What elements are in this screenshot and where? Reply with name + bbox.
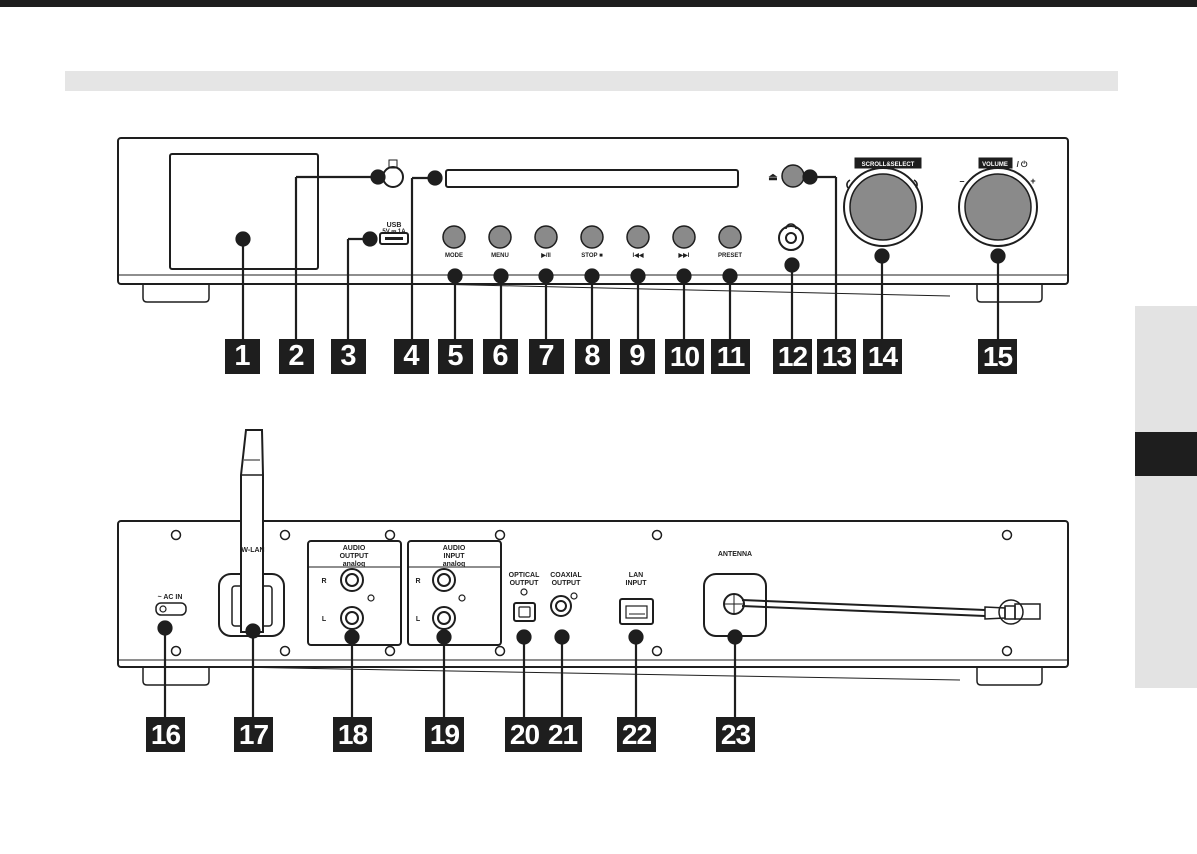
front-buttons <box>443 165 804 248</box>
stop-label: STOP ■ <box>581 253 603 259</box>
callout-7: 7 <box>529 339 564 374</box>
volume-label: VOLUME <box>982 162 1008 168</box>
prev-label: I◀◀ <box>633 252 644 259</box>
optical-label-1: OPTICAL <box>509 572 540 579</box>
callout-18: 18 <box>333 717 372 752</box>
eject-symbol: ⏏ <box>768 172 778 183</box>
lan-input <box>620 599 653 624</box>
scroll-select-knob <box>850 174 916 240</box>
callout-1: 1 <box>225 339 260 374</box>
audio-output-label-2: OUTPUT <box>340 553 370 560</box>
mode-label: MODE <box>445 253 463 259</box>
play-pause-label: ▶/II <box>540 252 551 259</box>
menu-label: MENU <box>491 253 509 259</box>
callout-14: 14 <box>863 339 902 374</box>
callout-16: 16 <box>146 717 185 752</box>
usb-label-2: 5V ⎓ 1A <box>382 229 406 235</box>
callout-19: 19 <box>425 717 464 752</box>
callout-12: 12 <box>773 339 812 374</box>
audio-output-label-1: AUDIO <box>343 545 366 552</box>
callout-9: 9 <box>620 339 655 374</box>
rear-panel <box>118 430 1068 685</box>
optical-label-2: OUTPUT <box>510 580 540 587</box>
lan-label-1: LAN <box>629 572 643 579</box>
audio-input-label-1: AUDIO <box>443 545 466 552</box>
coaxial-output <box>551 596 571 616</box>
play-pause-button <box>535 226 557 248</box>
callout-17: 17 <box>234 717 273 752</box>
audio-input-l: L <box>416 616 421 623</box>
callout-23: 23 <box>716 717 755 752</box>
coaxial-label-1: COAXIAL <box>550 572 582 579</box>
next-label: ▶▶I <box>678 252 690 259</box>
coaxial-label-2: OUTPUT <box>552 580 582 587</box>
usb-label-1: USB <box>387 222 402 229</box>
eject-button <box>782 165 804 187</box>
next-button <box>673 226 695 248</box>
optical-output <box>514 603 535 621</box>
callout-3: 3 <box>331 339 366 374</box>
headphone-jack <box>779 224 803 250</box>
callout-15: 15 <box>978 339 1017 374</box>
callout-13: 13 <box>817 339 856 374</box>
standby-button <box>383 167 403 187</box>
lan-label-2: INPUT <box>626 580 648 587</box>
menu-button <box>489 226 511 248</box>
volume-power-label: / ⏻ <box>1017 160 1028 169</box>
callout-6: 6 <box>483 339 518 374</box>
audio-output-r: R <box>321 578 326 585</box>
knobs <box>844 158 1037 246</box>
callout-10: 10 <box>665 339 704 374</box>
audio-output-analog: analog <box>343 561 366 568</box>
volume-knob <box>965 174 1031 240</box>
callout-5: 5 <box>438 339 473 374</box>
antenna-label: ANTENNA <box>718 551 752 558</box>
preset-label: PRESET <box>718 253 742 259</box>
stop-button <box>581 226 603 248</box>
audio-input-r: R <box>415 578 420 585</box>
volume-plus-label: + <box>1030 176 1035 186</box>
callout-8: 8 <box>575 339 610 374</box>
mode-button <box>443 226 465 248</box>
wlan-label: W-LAN <box>241 547 264 554</box>
front-labels: USB 5V ⎓ 1A MODE MENU ▶/II STOP ■ I◀◀ ▶▶… <box>382 160 1035 259</box>
audio-output-l: L <box>322 616 327 623</box>
scroll-select-label: SCROLL&SELECT <box>862 162 915 168</box>
callout-22: 22 <box>617 717 656 752</box>
antenna-mount <box>704 574 766 636</box>
callout-11: 11 <box>711 339 750 374</box>
audio-input-analog: analog <box>443 561 466 568</box>
ac-in-label: ~ AC IN <box>158 594 183 601</box>
volume-minus-label: – <box>959 176 964 186</box>
callout-21: 21 <box>543 717 582 752</box>
preset-button <box>719 226 741 248</box>
prev-button <box>627 226 649 248</box>
callout-2: 2 <box>279 339 314 374</box>
audio-input-label-2: INPUT <box>444 553 466 560</box>
callout-4: 4 <box>394 339 429 374</box>
callout-20: 20 <box>505 717 544 752</box>
cd-slot <box>446 170 738 187</box>
